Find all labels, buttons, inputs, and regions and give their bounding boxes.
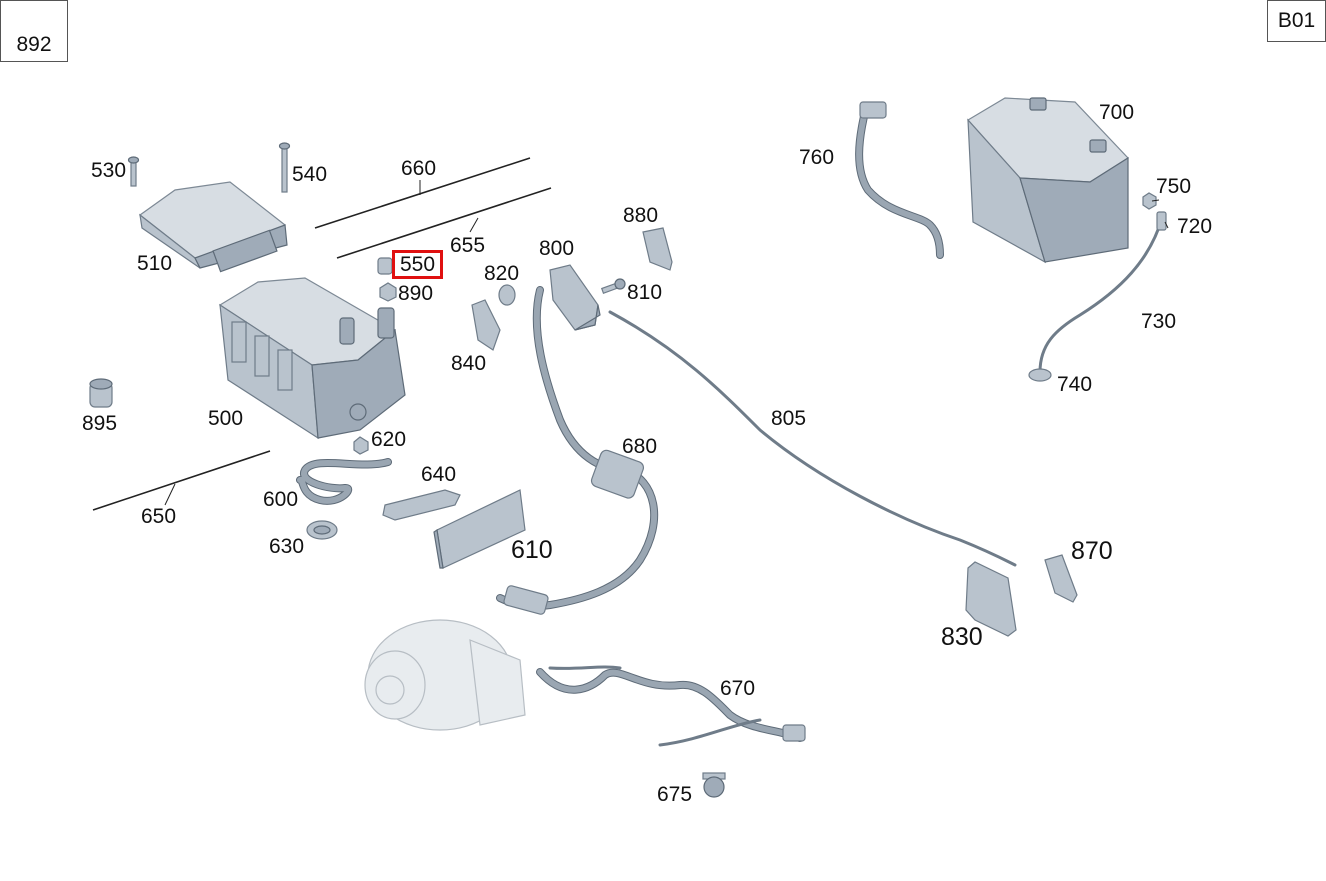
part-655-rod[interactable]	[336, 187, 552, 259]
label-610[interactable]: 610	[511, 536, 553, 564]
part-730-cable[interactable]	[1038, 216, 1164, 374]
label-620[interactable]: 620	[371, 428, 407, 451]
part-880-bracket[interactable]	[642, 227, 673, 271]
part-630-seal[interactable]	[306, 520, 338, 540]
label-540[interactable]: 540	[292, 163, 328, 186]
label-675[interactable]: 675	[657, 783, 693, 806]
label-880[interactable]: 880	[623, 204, 659, 227]
label-700[interactable]: 700	[1099, 101, 1135, 124]
label-650[interactable]: 650	[141, 505, 177, 528]
label-870[interactable]: 870	[1071, 537, 1113, 565]
generator-ghost	[364, 619, 526, 731]
label-600[interactable]: 600	[263, 488, 299, 511]
part-820-grommet[interactable]	[498, 284, 516, 306]
part-830-module[interactable]	[965, 561, 1017, 637]
label-840[interactable]: 840	[451, 352, 487, 375]
label-720[interactable]: 720	[1177, 215, 1213, 238]
part-840-bracket[interactable]	[471, 299, 501, 351]
part-620-plug[interactable]	[353, 436, 369, 455]
part-805-wire[interactable]	[608, 310, 1017, 567]
label-810[interactable]: 810	[627, 281, 663, 304]
label-830[interactable]: 830	[941, 623, 983, 651]
label-740[interactable]: 740	[1057, 373, 1093, 396]
part-810-screw[interactable]	[600, 278, 626, 294]
part-680-cable[interactable]	[496, 286, 659, 615]
part-760-cable[interactable]	[855, 101, 944, 259]
part-670-cable[interactable]	[536, 665, 806, 747]
label-680[interactable]: 680	[622, 435, 658, 458]
label-500[interactable]: 500	[208, 407, 244, 430]
part-530-bolt[interactable]	[127, 156, 140, 187]
part-540-bolt[interactable]	[278, 142, 291, 193]
label-730[interactable]: 730	[1141, 310, 1177, 333]
part-640-bracket[interactable]	[382, 489, 461, 521]
part-700-battery[interactable]	[967, 97, 1129, 264]
page-reference-tag: B01	[1267, 0, 1326, 42]
label-805[interactable]: 805	[771, 407, 807, 430]
label-660[interactable]: 660	[401, 157, 437, 180]
label-760[interactable]: 760	[799, 146, 835, 169]
part-600-hose[interactable]	[296, 458, 392, 505]
part-800-fuse-box[interactable]	[549, 264, 601, 331]
label-630[interactable]: 630	[269, 535, 305, 558]
part-740-eyelet[interactable]	[1028, 368, 1052, 382]
part-650-rod[interactable]	[92, 450, 271, 511]
label-530[interactable]: 530	[91, 159, 127, 182]
part-500-battery-module[interactable]	[218, 277, 406, 440]
part-675-bolt[interactable]	[702, 772, 726, 798]
label-890[interactable]: 890	[398, 282, 434, 305]
label-550-highlighted[interactable]: 550	[392, 250, 444, 279]
part-610-cover[interactable]	[433, 489, 526, 569]
part-550-sleeve[interactable]	[377, 257, 393, 275]
label-750[interactable]: 750	[1156, 175, 1192, 198]
part-660-rod[interactable]	[314, 157, 531, 229]
part-890-nut[interactable]	[379, 282, 397, 302]
part-510-control-unit[interactable]	[138, 181, 288, 273]
label-670[interactable]: 670	[720, 677, 756, 700]
label-510[interactable]: 510	[137, 252, 173, 275]
legend-box-892-label: 892	[16, 33, 52, 56]
label-640[interactable]: 640	[421, 463, 457, 486]
label-820[interactable]: 820	[484, 262, 520, 285]
part-750-nut[interactable]	[1142, 192, 1157, 210]
label-655[interactable]: 655	[450, 234, 486, 257]
part-870-bracket[interactable]	[1044, 554, 1078, 603]
label-895[interactable]: 895	[82, 412, 118, 435]
part-720-terminal[interactable]	[1156, 211, 1167, 231]
legend-box-892: 892	[0, 0, 68, 62]
part-895-grommet[interactable]	[89, 378, 113, 408]
label-800[interactable]: 800	[539, 237, 575, 260]
